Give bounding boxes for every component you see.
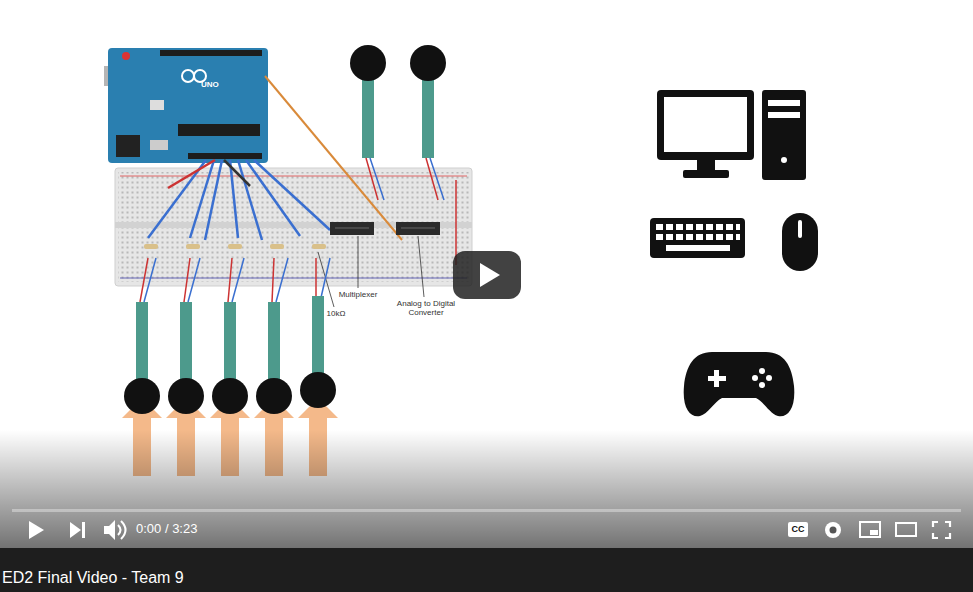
resistor-symbol [144, 244, 326, 249]
computer-icon [657, 90, 806, 180]
arduino-board [104, 48, 268, 163]
video-frame [0, 0, 973, 548]
force-sensor [350, 45, 456, 265]
video-title: ED2 Final Video - Team 9 [2, 569, 184, 587]
mouse-icon [782, 213, 818, 271]
player-controls [29, 520, 950, 540]
wires [148, 160, 330, 240]
part-label: Analog to Digital Converter [394, 299, 458, 317]
title-bar [0, 548, 973, 592]
progress-bar [12, 509, 961, 512]
board-label: UNO [201, 80, 219, 89]
play-button [453, 251, 521, 299]
ic-chip [330, 222, 440, 235]
part-label: 10kΩ [327, 309, 346, 318]
time-display: 0:00 / 3:23 [136, 522, 197, 537]
caption-button: CC [792, 524, 805, 534]
part-label: Multiplexer [339, 290, 378, 299]
gamepad-icon [684, 352, 795, 416]
keyboard-icon [650, 218, 745, 258]
control-gradient [0, 430, 973, 548]
leader-line [318, 236, 424, 307]
